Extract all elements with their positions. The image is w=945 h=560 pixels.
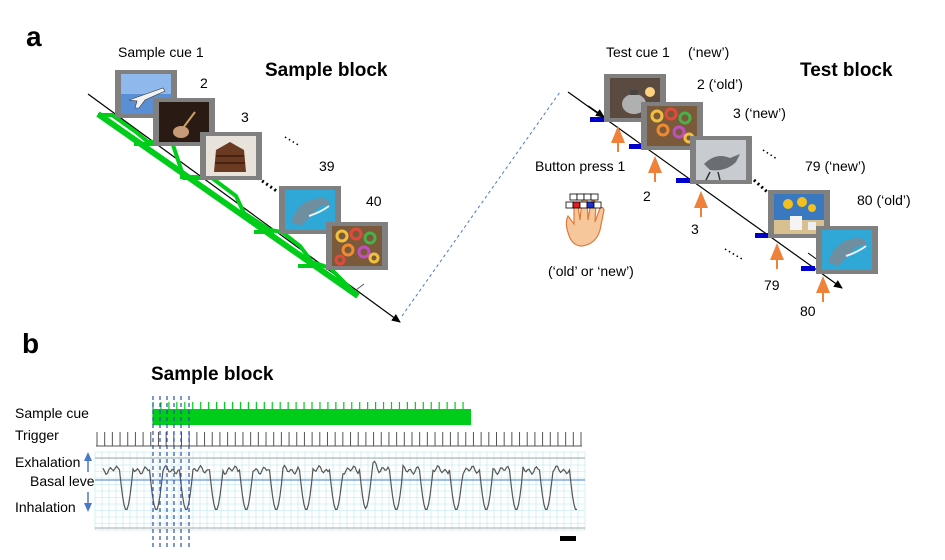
test-ellipsis [762, 149, 778, 160]
sample-block-title: Sample block [265, 60, 388, 81]
panel-a-letter: a [26, 21, 42, 52]
trigger-row-label: Trigger [15, 427, 59, 443]
response-window-marker [629, 144, 643, 149]
exhalation-label: Exhalation [15, 454, 80, 470]
response-window-marker [801, 266, 815, 271]
sample-cue-39-label: 39 [319, 158, 335, 174]
inhalation-label: Inhalation [15, 499, 76, 515]
sample-timeline [87, 93, 401, 323]
test-image-bird [690, 136, 752, 184]
response-window-marker [590, 117, 604, 122]
button-press-79-label: 79 [764, 277, 780, 293]
test-cue-80-label: 80 (‘old’) [857, 192, 911, 208]
respiration-trace [102, 460, 577, 510]
sample-cue-ticks [152, 402, 464, 425]
button-press-1-label: Button press 1 [535, 158, 625, 174]
button-box-icon [565, 193, 602, 209]
trigger-row [96, 432, 582, 447]
button-press-arrow [816, 276, 830, 302]
test-image-dolphin [816, 226, 878, 274]
sample-cue-2-label: 2 [200, 75, 208, 91]
sample-cue-3-label: 3 [241, 109, 249, 125]
button-press-arrow [648, 156, 662, 182]
sample-ellipsis [284, 136, 301, 147]
sample-cue-staircase [98, 113, 358, 296]
button-press-80-label: 80 [800, 303, 816, 319]
test-block-title: Test block [800, 60, 893, 81]
response-ellipsis [724, 248, 743, 260]
hand-icon [565, 193, 605, 247]
test-cue-2-label: 2 (‘old’) [697, 76, 743, 92]
scale-bar [560, 536, 576, 541]
sample-images [115, 70, 388, 270]
block-connector [401, 91, 561, 317]
sample-time-axis [87, 93, 401, 323]
panel-b-title: Sample block [151, 364, 274, 385]
test-cue-79-label: 79 (‘new’) [805, 158, 866, 174]
panel-b-letter: b [22, 328, 39, 359]
sample-ellipsis-diagonal [257, 176, 279, 194]
basal-level-label: Basal level [30, 473, 98, 489]
sample-image-cereal-loops [326, 222, 388, 270]
response-window-marker [676, 178, 690, 183]
choice-label: (‘old’ or ‘new’) [548, 263, 634, 279]
sample-image-hand-with-brush [153, 98, 215, 146]
trial-onset-dashes [152, 396, 190, 548]
test-cue-3-label: 3 (‘new’) [733, 105, 786, 121]
test-images [604, 74, 878, 274]
button-press-3-label: 3 [691, 221, 699, 237]
test-time-axis [567, 91, 843, 289]
sample-cue-row-label: Sample cue [15, 405, 89, 421]
button-press-arrow [694, 191, 708, 217]
button-press-arrow [611, 126, 625, 152]
sample-labels: Sample cue 1 2 3 39 40 [118, 44, 382, 209]
sample-cue-40-label: 40 [366, 193, 382, 209]
button-press-arrow [770, 243, 784, 269]
button-press-2-label: 2 [643, 188, 651, 204]
button-press-arrows [611, 126, 830, 302]
test-timeline [567, 91, 843, 289]
test-cue-1-answer: (‘new’) [688, 44, 729, 60]
sample-cue-1-label: Sample cue 1 [118, 44, 204, 60]
test-cue-1-label: Test cue 1 [606, 44, 670, 60]
response-window-marker [755, 233, 769, 238]
sample-image-chocolate-cake [200, 132, 262, 180]
test-labels: Test cue 1 (‘new’) 2 (‘old’) 3 (‘new’) 7… [535, 44, 911, 319]
